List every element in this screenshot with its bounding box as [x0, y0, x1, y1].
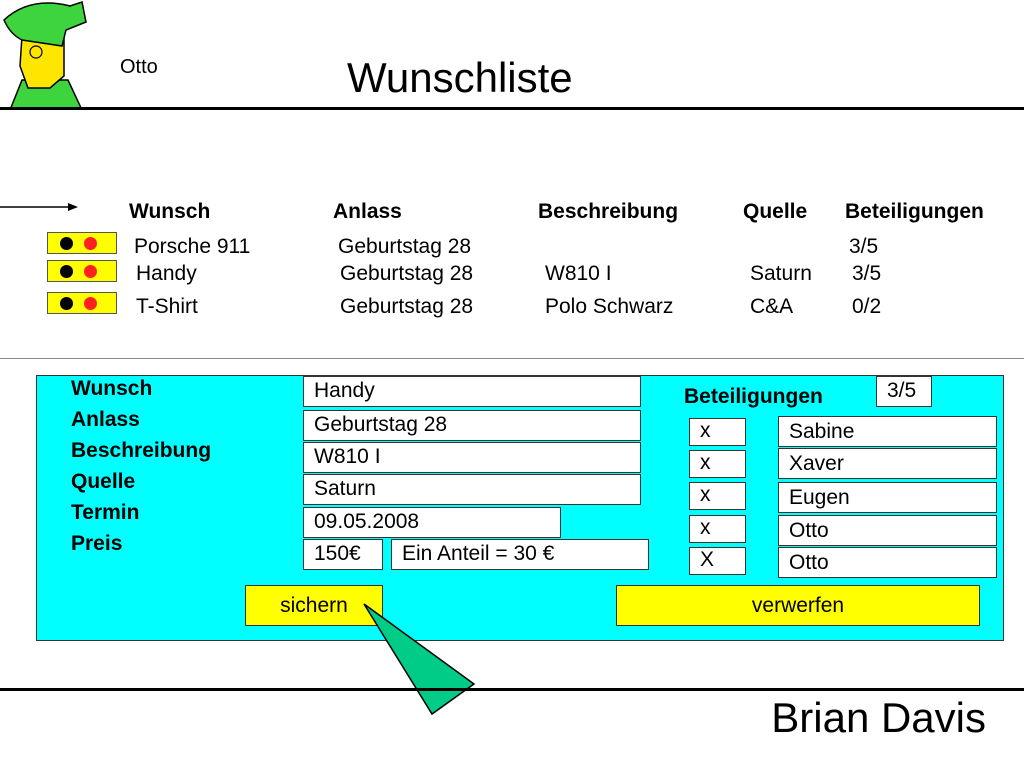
traffic-light-icon[interactable] — [47, 292, 117, 314]
table-cell-wunsch[interactable]: Handy — [136, 262, 197, 285]
preis-input[interactable]: 150€ — [303, 539, 383, 570]
anteil-field: Ein Anteil = 30 € — [391, 539, 649, 570]
table-cell-quelle: Saturn — [750, 262, 812, 285]
table-cell-quelle: C&A — [750, 295, 794, 318]
participant-name: Xaver — [778, 448, 997, 479]
label-beschreibung: Beschreibung — [71, 439, 212, 462]
red-light-icon — [84, 265, 97, 278]
header-divider — [0, 107, 1024, 110]
participant-checkbox[interactable]: x — [689, 482, 746, 510]
red-light-icon — [84, 237, 97, 250]
table-cell-anlass: Geburtstag 28 — [340, 262, 474, 285]
column-header-quelle: Quelle — [743, 200, 808, 223]
participant-name: Otto — [778, 515, 997, 546]
arrow-right-icon — [0, 200, 80, 214]
beteiligungen-count: 3/5 — [876, 376, 932, 407]
table-cell-beschreibung: W810 I — [545, 262, 612, 285]
beschreibung-input[interactable]: W810 I — [303, 442, 641, 473]
user-name: Otto — [120, 56, 158, 78]
participant-checkbox[interactable]: x — [689, 450, 746, 478]
black-light-icon — [60, 237, 73, 250]
black-light-icon — [60, 265, 73, 278]
participant-checkbox[interactable]: X — [689, 547, 746, 575]
wunsch-input[interactable]: Handy — [303, 376, 641, 407]
traffic-light-icon[interactable] — [47, 232, 117, 254]
label-termin: Termin — [71, 501, 140, 524]
table-cell-anlass: Geburtstag 28 — [338, 235, 472, 258]
column-header-wunsch: Wunsch — [129, 200, 211, 223]
participant-name: Otto — [778, 547, 997, 578]
red-light-icon — [84, 297, 97, 310]
table-divider — [0, 358, 1024, 359]
label-quelle: Quelle — [71, 470, 136, 493]
mouse-pointer-icon — [360, 600, 480, 720]
label-preis: Preis — [71, 532, 123, 555]
quelle-input[interactable]: Saturn — [303, 474, 641, 505]
traffic-light-icon[interactable] — [47, 260, 117, 282]
participant-checkbox[interactable]: x — [689, 418, 746, 446]
footer-divider — [0, 688, 1024, 691]
black-light-icon — [60, 297, 73, 310]
page-title: Wunschliste — [347, 54, 573, 101]
table-cell-beteiligungen: 3/5 — [852, 262, 882, 285]
column-header-anlass: Anlass — [333, 200, 402, 223]
table-cell-wunsch[interactable]: Porsche 911 — [134, 235, 251, 258]
table-cell-beschreibung: Polo Schwarz — [545, 295, 674, 318]
table-cell-anlass: Geburtstag 28 — [340, 295, 474, 318]
table-cell-beteiligungen: 0/2 — [852, 295, 882, 318]
participant-name: Eugen — [778, 482, 997, 513]
table-cell-beteiligungen: 3/5 — [849, 235, 879, 258]
discard-button[interactable]: verwerfen — [616, 585, 980, 626]
save-button[interactable]: sichern — [245, 585, 383, 626]
column-header-beschreibung: Beschreibung — [538, 200, 679, 223]
beteiligungen-label: Beteiligungen — [684, 385, 823, 408]
column-header-beteiligungen: Beteiligungen — [845, 200, 984, 223]
termin-input[interactable]: 09.05.2008 — [303, 507, 561, 538]
author-name: Brian Davis — [771, 694, 986, 741]
participant-name: Sabine — [778, 416, 997, 447]
anlass-input[interactable]: Geburtstag 28 — [303, 410, 641, 441]
table-cell-wunsch[interactable]: T-Shirt — [136, 295, 198, 318]
participant-checkbox[interactable]: x — [689, 515, 746, 543]
label-anlass: Anlass — [71, 408, 140, 431]
label-wunsch: Wunsch — [71, 377, 153, 400]
user-avatar-icon — [0, 0, 95, 111]
